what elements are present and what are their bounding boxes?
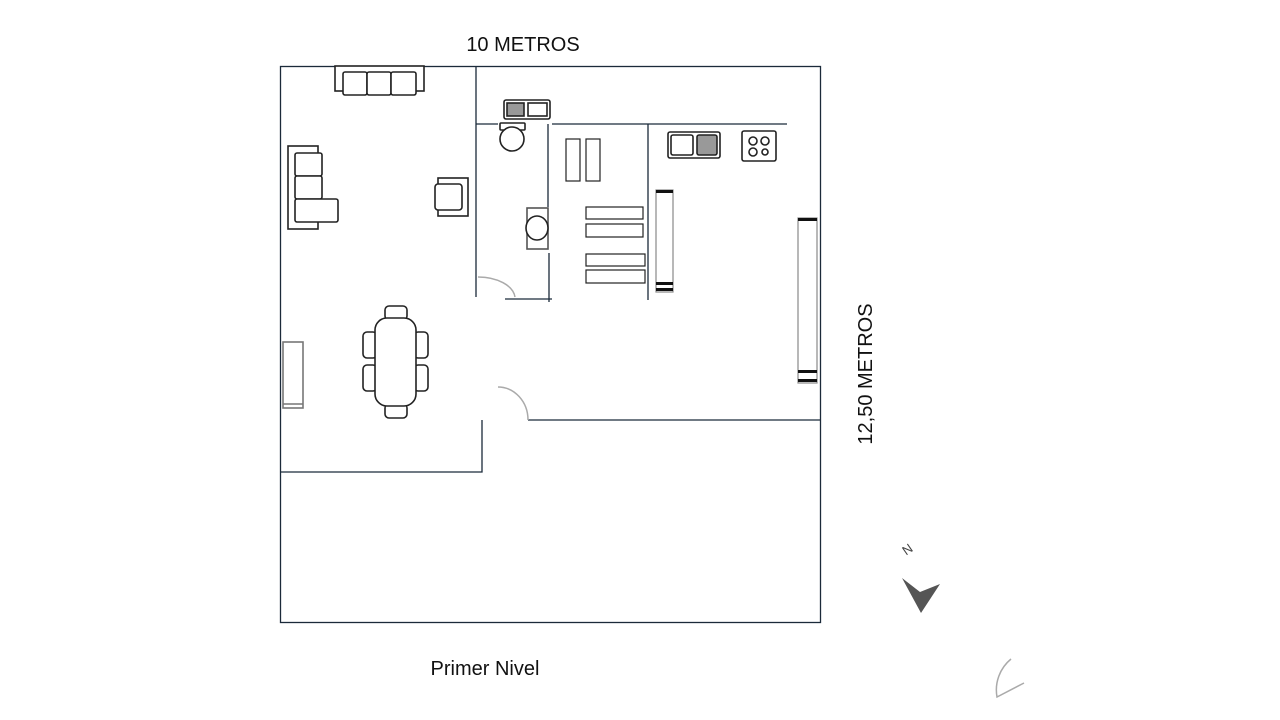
interior-walls	[280, 66, 820, 473]
outer-wall	[279, 65, 822, 624]
side-cabinet	[282, 341, 304, 409]
north-arrow: N	[899, 540, 1025, 699]
arc-mark	[995, 658, 1025, 699]
toilet-bowl	[499, 126, 525, 152]
room-furniture	[565, 138, 818, 384]
stove	[741, 130, 777, 162]
north-label: N	[899, 540, 915, 558]
bathroom-fixtures	[499, 99, 551, 250]
doors	[477, 276, 529, 421]
door-swing	[477, 276, 529, 421]
sofa-top	[334, 65, 425, 96]
walls	[279, 65, 822, 624]
living-room-furniture	[282, 65, 469, 419]
north-arrow-icon	[902, 578, 940, 613]
floor-caption: Primer Nivel	[431, 658, 540, 680]
height-dimension-label: 12,50 METROS	[855, 303, 877, 444]
width-dimension-label: 10 METROS	[466, 34, 579, 56]
basin	[525, 215, 549, 241]
kitchen-fixtures	[667, 130, 777, 162]
dining-table	[362, 305, 429, 419]
l-sofa	[287, 145, 339, 230]
armchair	[434, 177, 469, 217]
